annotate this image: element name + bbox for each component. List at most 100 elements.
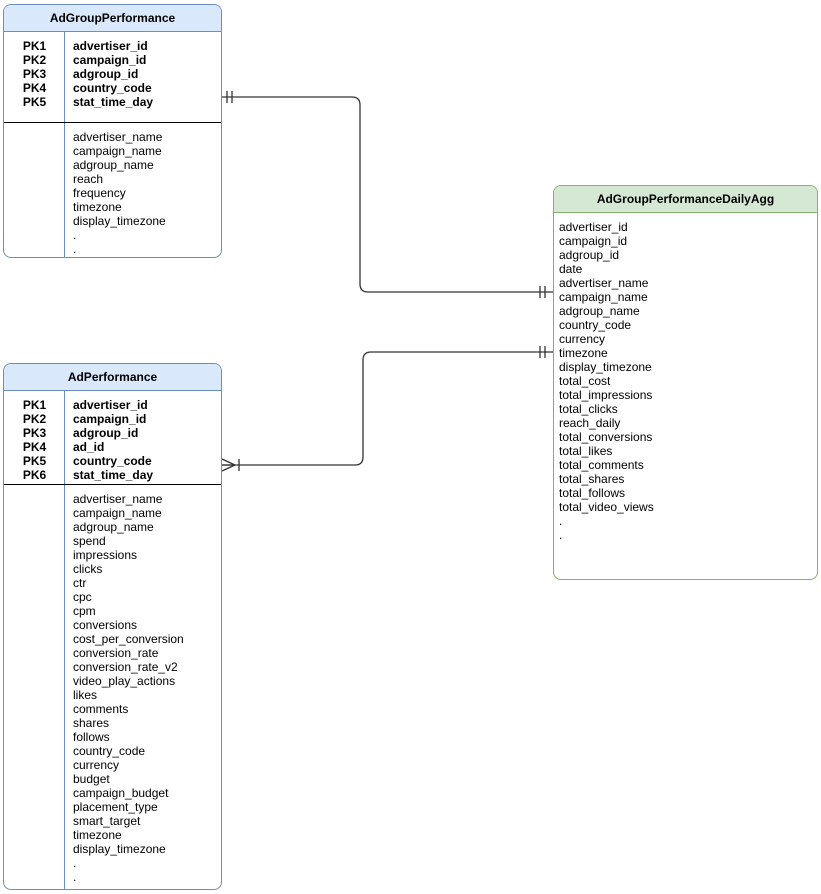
field-name: . [73, 856, 77, 870]
field-name: campaign_name [73, 506, 162, 520]
table-row[interactable]: PK2 campaign_id [4, 53, 221, 67]
table-row[interactable]: total_shares [559, 472, 625, 486]
table-row[interactable]: country_code [559, 318, 632, 332]
table-row[interactable]: PK3 adgroup_id [4, 67, 221, 81]
table-row[interactable]: PK4 country_code [4, 81, 221, 95]
field-name: display_timezone [73, 214, 166, 228]
table-row[interactable]: . [4, 856, 221, 870]
table-row[interactable]: campaign_name [4, 506, 221, 520]
table-row[interactable]: timezone [4, 828, 221, 842]
table-row[interactable]: likes [4, 688, 221, 702]
table-row[interactable]: timezone [4, 200, 221, 214]
table-row[interactable]: follows [4, 730, 221, 744]
entity-table-adgroupperformance[interactable]: AdGroupPerformance PK1 advertiser_id PK2… [3, 4, 222, 258]
table-title[interactable]: AdGroupPerformance [4, 5, 221, 32]
table-row[interactable]: placement_type [4, 800, 221, 814]
table-row[interactable]: campaign_name [559, 290, 648, 304]
field-name: adgroup_id [73, 426, 139, 440]
one-and-only-one-marker-start [226, 91, 233, 103]
table-row[interactable]: adgroup_name [4, 158, 221, 172]
table-row[interactable]: advertiser_name [4, 130, 221, 144]
table-row[interactable]: video_play_actions [4, 674, 221, 688]
table-row[interactable]: adgroup_name [4, 520, 221, 534]
connector-adgroupperformance-to-dailyagg[interactable] [222, 91, 553, 298]
table-row[interactable]: display_timezone [559, 360, 652, 374]
table-row[interactable]: . [559, 514, 563, 528]
field-name: country_code [73, 454, 152, 468]
table-row[interactable]: conversion_rate_v2 [4, 660, 221, 674]
table-row[interactable]: cpm [4, 604, 221, 618]
field-name: . [73, 870, 77, 884]
table-row[interactable]: total_likes [559, 444, 613, 458]
table-row[interactable]: PK2 campaign_id [4, 412, 221, 426]
table-title[interactable]: AdPerformance [4, 364, 221, 391]
table-title[interactable]: AdGroupPerformanceDailyAgg [554, 186, 817, 213]
entity-table-adperformance[interactable]: AdPerformance PK1 advertiser_id PK2 camp… [3, 363, 222, 890]
field-name: adgroup_id [73, 67, 139, 81]
table-row[interactable]: timezone [559, 346, 608, 360]
table-row[interactable]: currency [559, 332, 606, 346]
table-row[interactable]: . [4, 228, 221, 242]
field-name: advertiser_name [73, 492, 163, 506]
table-row[interactable]: PK3 adgroup_id [4, 426, 221, 440]
table-row[interactable]: total_cost [559, 374, 611, 388]
field-name: frequency [73, 186, 126, 200]
table-row[interactable]: smart_target [4, 814, 221, 828]
table-row[interactable]: advertiser_name [4, 492, 221, 506]
connector-line[interactable] [222, 351, 553, 466]
table-row[interactable]: PK5 country_code [4, 454, 221, 468]
table-row[interactable]: campaign_budget [4, 786, 221, 800]
table-row[interactable]: country_code [4, 744, 221, 758]
table-row[interactable]: total_comments [559, 458, 644, 472]
table-row[interactable]: total_follows [559, 486, 626, 500]
table-row[interactable]: total_conversions [559, 430, 653, 444]
table-row[interactable]: conversion_rate [4, 646, 221, 660]
table-row[interactable]: total_impressions [559, 388, 653, 402]
table-row[interactable]: cost_per_conversion [4, 632, 221, 646]
table-row[interactable]: campaign_name [4, 144, 221, 158]
table-row[interactable]: display_timezone [4, 214, 221, 228]
field-name: currency [73, 758, 120, 772]
table-row[interactable]: reach_daily [559, 416, 621, 430]
field-name: advertiser_id [73, 39, 148, 53]
pk-label: PK5 [22, 454, 47, 468]
field-name: cpm [73, 604, 96, 618]
table-row[interactable]: PK1 advertiser_id [4, 39, 221, 53]
field-name: reach [73, 172, 104, 186]
table-row[interactable]: ctr [4, 576, 221, 590]
table-row[interactable]: . [559, 528, 563, 542]
table-row[interactable]: currency [4, 758, 221, 772]
table-row[interactable]: advertiser_id [559, 220, 628, 234]
table-row[interactable]: impressions [4, 548, 221, 562]
table-row[interactable]: cpc [4, 590, 221, 604]
table-row[interactable]: PK4 ad_id [4, 440, 221, 454]
table-row[interactable]: PK6 stat_time_day [4, 468, 221, 482]
table-row[interactable]: comments [4, 702, 221, 716]
table-row[interactable]: . [4, 870, 221, 884]
table-row[interactable]: . [4, 242, 221, 256]
table-row[interactable]: clicks [4, 562, 221, 576]
field-name: comments [73, 702, 129, 716]
table-row[interactable]: adgroup_name [559, 304, 640, 318]
table-row[interactable]: advertiser_name [559, 276, 649, 290]
table-row[interactable]: spend [4, 534, 221, 548]
table-row[interactable]: shares [4, 716, 221, 730]
connector-line[interactable] [222, 96, 553, 293]
table-row[interactable]: total_video_views [559, 500, 654, 514]
table-row[interactable]: PK5 stat_time_day [4, 95, 221, 109]
table-row[interactable]: total_clicks [559, 402, 618, 416]
connector-adperformance-to-dailyagg[interactable] [221, 346, 553, 472]
table-row[interactable]: date [559, 262, 583, 276]
table-row[interactable]: display_timezone [4, 842, 221, 856]
pk-label: PK4 [22, 440, 47, 454]
table-row[interactable]: reach [4, 172, 221, 186]
table-row[interactable]: frequency [4, 186, 221, 200]
field-name: smart_target [73, 814, 141, 828]
table-row[interactable]: budget [4, 772, 221, 786]
table-row[interactable]: conversions [4, 618, 221, 632]
table-row[interactable]: adgroup_id [559, 248, 620, 262]
table-row[interactable]: campaign_id [559, 234, 628, 248]
entity-table-adgroupperformancedailyagg[interactable]: AdGroupPerformanceDailyAgg advertiser_id… [553, 185, 818, 580]
field-name: stat_time_day [73, 468, 154, 482]
table-row[interactable]: PK1 advertiser_id [4, 398, 221, 412]
